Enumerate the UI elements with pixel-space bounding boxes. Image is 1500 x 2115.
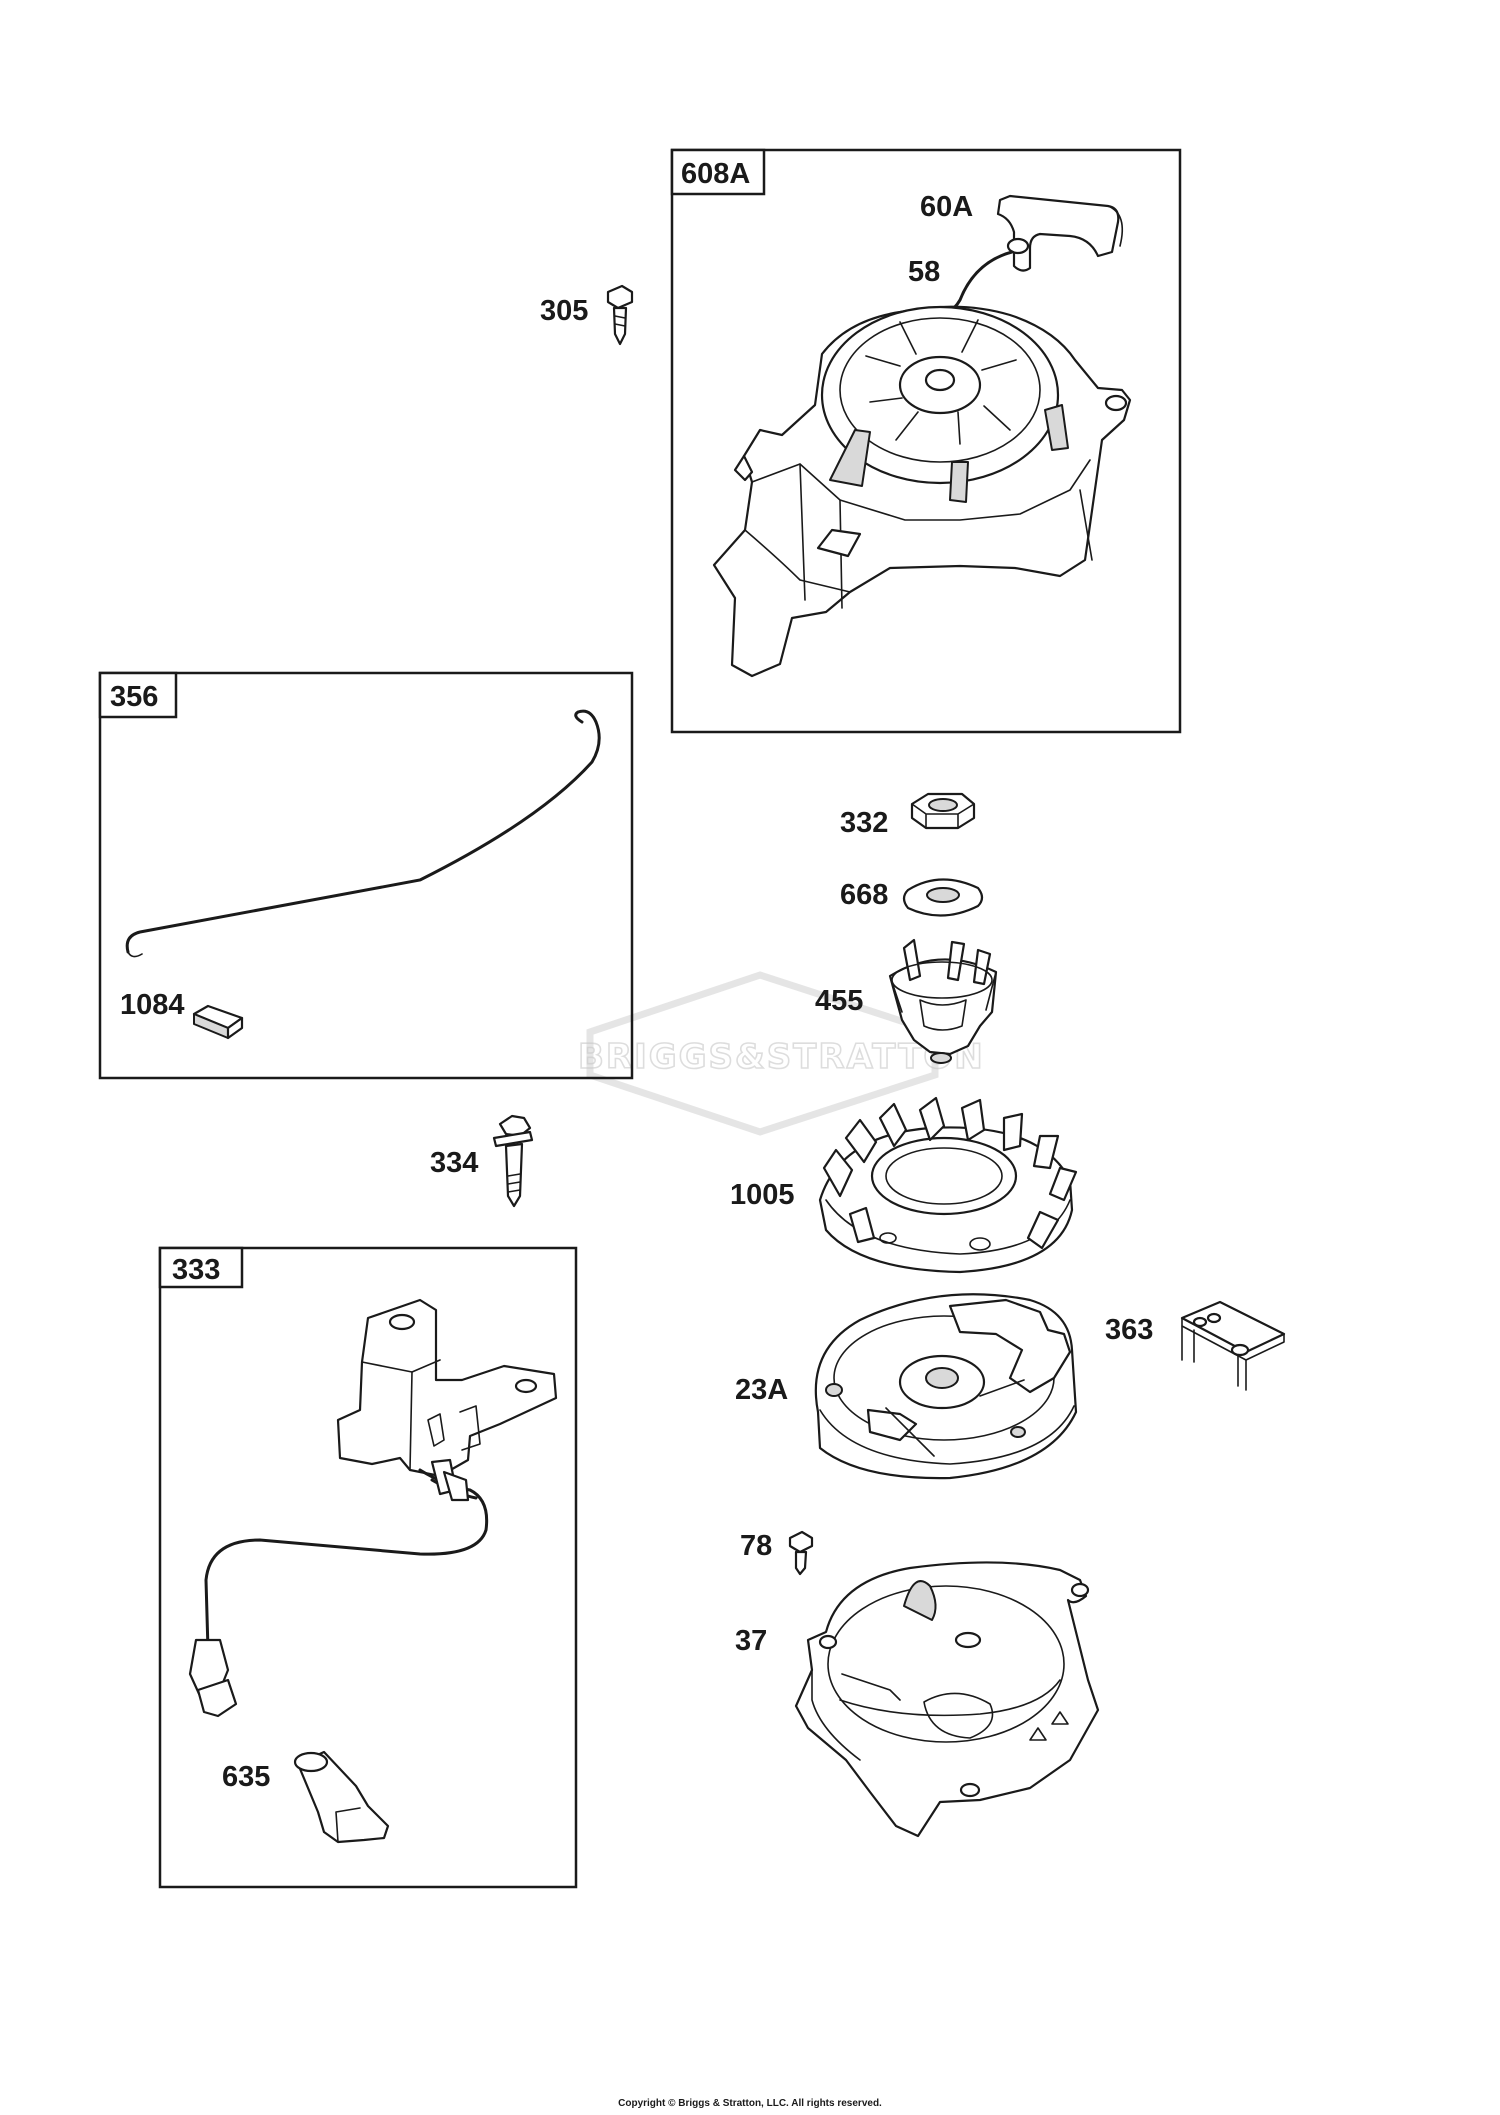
starter-handle-icon: [996, 194, 1124, 272]
label-78: 78: [740, 1530, 772, 1562]
alternator-23a-icon: [814, 1293, 1078, 1480]
screw-78-icon: [788, 1530, 814, 1576]
box-label-608a: 608A: [681, 158, 750, 190]
label-1084: 1084: [120, 989, 185, 1021]
label-455: 455: [815, 985, 863, 1017]
brand-watermark: BRIGGS&STRATTON: [577, 971, 985, 1136]
armature-box: 333: [158, 1246, 578, 1889]
starter-assembly-box: 608A: [670, 148, 1182, 734]
starter-housing-icon: [712, 305, 1132, 678]
bracket-363-icon: [1180, 1300, 1286, 1391]
flywheel-fan-1005-icon: [818, 1096, 1078, 1274]
nut-332-icon: [910, 792, 976, 830]
starter-cup-455-icon: [888, 938, 998, 1064]
label-23a: 23A: [735, 1374, 788, 1406]
ignition-armature-icon: [188, 1298, 558, 1718]
label-332: 332: [840, 807, 888, 839]
box-label-356: 356: [110, 681, 158, 713]
copyright-footer: Copyright © Briggs & Stratton, LLC. All …: [618, 2098, 882, 2109]
bolt-334-icon: [492, 1114, 534, 1208]
label-58: 58: [908, 256, 940, 288]
label-334: 334: [430, 1147, 478, 1179]
label-635: 635: [222, 1761, 270, 1793]
washer-668-icon: [902, 878, 984, 917]
label-37: 37: [735, 1625, 767, 1657]
label-305: 305: [540, 295, 588, 327]
label-1005: 1005: [730, 1179, 795, 1211]
stop-wire-box: 356: [98, 671, 634, 1080]
watermark-text: BRIGGS&STRATTON: [578, 1037, 985, 1077]
label-60a: 60A: [920, 191, 973, 223]
blower-housing-37-icon: [794, 1561, 1100, 1838]
wire-clip-1084-icon: [192, 1004, 244, 1040]
box-label-333: 333: [172, 1254, 220, 1286]
screw-305-icon: [606, 284, 634, 346]
stop-wire-icon: [125, 709, 601, 958]
label-363: 363: [1105, 1314, 1153, 1346]
spark-plug-boot-635-icon: [293, 1750, 390, 1844]
label-668: 668: [840, 879, 888, 911]
